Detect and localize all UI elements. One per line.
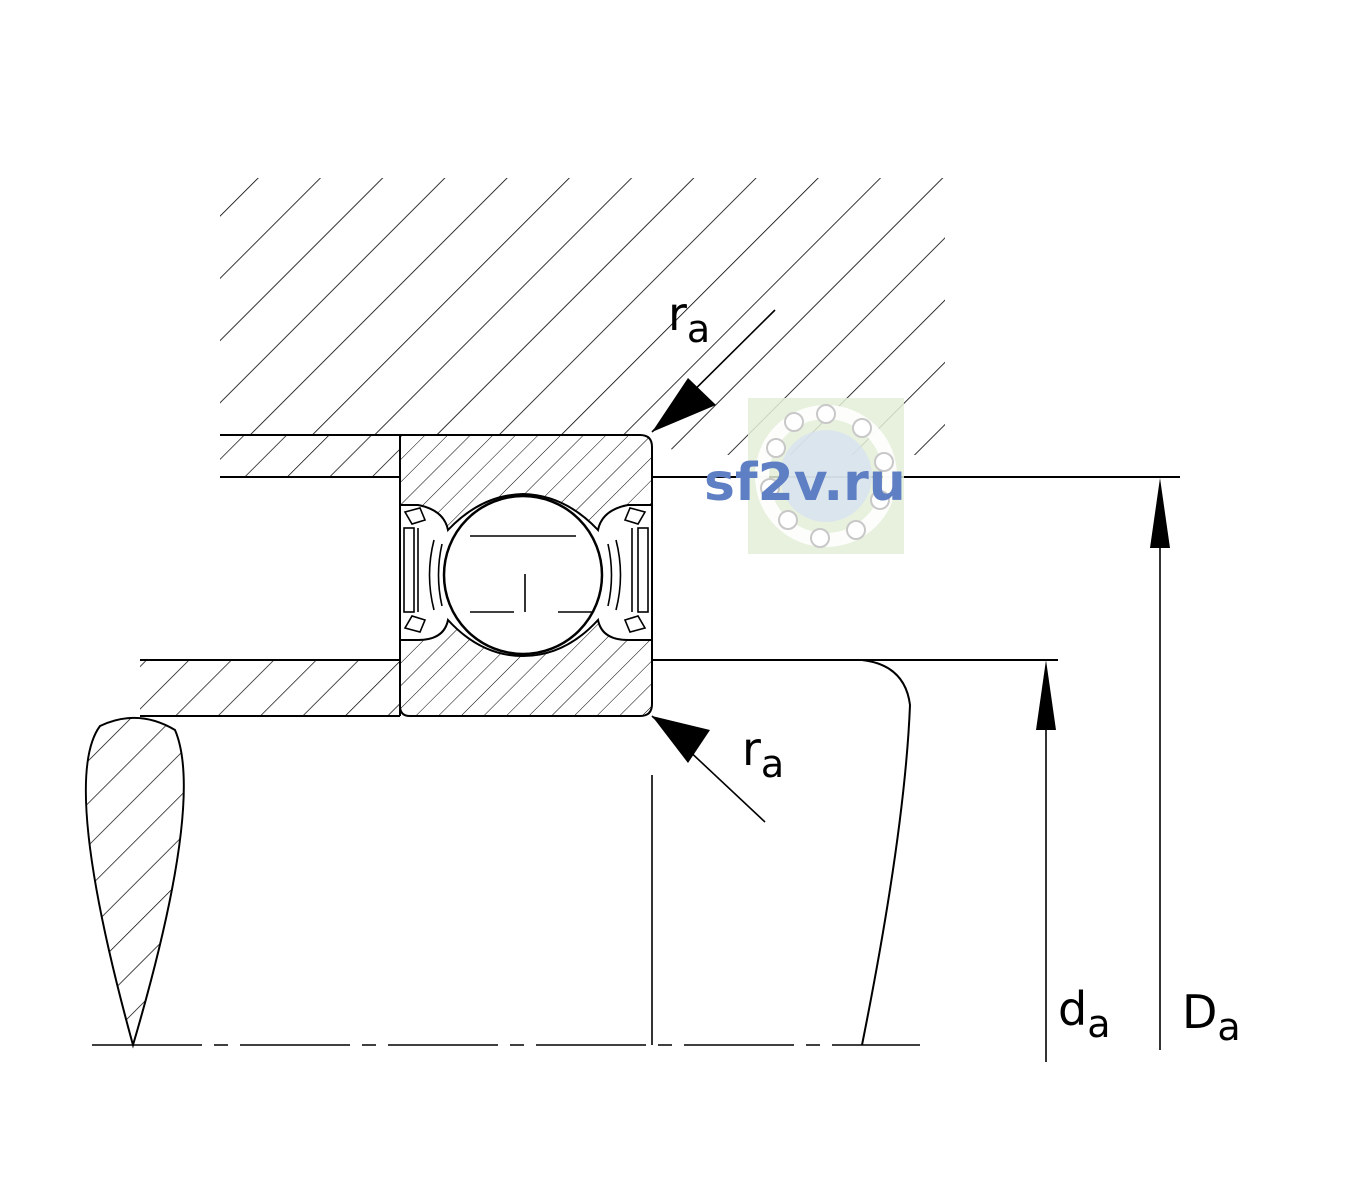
bearing-inner-ring — [399, 617, 653, 717]
right-seal — [607, 507, 649, 633]
left-seal — [403, 507, 443, 633]
ra-top-label: ra — [668, 287, 710, 351]
ra-top-leader — [651, 309, 776, 433]
shaft-shoulder — [140, 659, 1058, 717]
da-label: da — [1058, 982, 1111, 1046]
shaft-right-edge — [861, 659, 912, 1046]
shaft-break-section — [84, 717, 185, 1049]
Da-label: Da — [1182, 985, 1241, 1049]
ra-bottom-label: ra — [742, 722, 784, 786]
watermark-text: sf2v.ru — [704, 453, 906, 513]
da-dimension-line — [1036, 660, 1056, 1062]
bearing-ball — [442, 494, 604, 656]
watermark-logo: sf2v.ru — [704, 398, 906, 554]
Da-dimension-line — [1150, 478, 1170, 1050]
housing-shoulder — [220, 435, 1180, 478]
ra-bottom-leader — [651, 715, 766, 823]
bearing-outline — [399, 435, 653, 716]
bearing-outer-ring — [399, 434, 653, 533]
